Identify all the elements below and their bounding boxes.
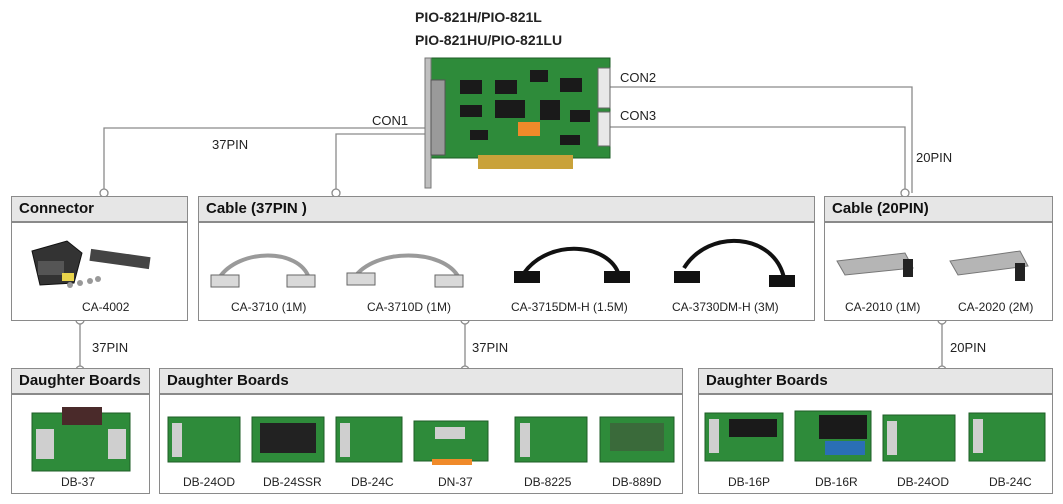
link-right-pin: 20PIN: [950, 340, 987, 355]
ca-4002-image: [31, 240, 151, 288]
connector-panel: CA-4002: [11, 222, 188, 321]
connector-header: Connector: [11, 196, 188, 222]
ca-2010-label: CA-2010 (1M): [845, 300, 921, 314]
ca-3710d-label: CA-3710D (1M): [367, 300, 452, 314]
link-mid-pin: 37PIN: [472, 340, 509, 355]
cable37-panel: CA-3710 (1M) CA-3710D (1M) CA-3715DM-H (…: [198, 222, 815, 321]
db-mid-header: Daughter Boards: [159, 368, 683, 394]
cable37-images: [210, 238, 795, 288]
db-37-image: [31, 407, 131, 472]
db-mid-images: [167, 416, 675, 465]
pin20-label: 20PIN: [916, 150, 953, 165]
db-right-panel: DB-16P DB-16R DB-24OD DB-24C: [698, 394, 1053, 494]
db-left-header: Daughter Boards: [11, 368, 150, 394]
ca-3730dm-h-label: CA-3730DM-H (3M): [672, 300, 779, 314]
dn-37-label: DN-37: [438, 475, 473, 489]
board-title-line1: PIO-821H/PIO-821L: [415, 9, 542, 25]
db-24c-right-label: DB-24C: [989, 475, 1032, 489]
db-16p-label: DB-16P: [728, 475, 771, 489]
ca-3715dm-h-label: CA-3715DM-H (1.5M): [511, 300, 628, 314]
db-right-header: Daughter Boards: [698, 368, 1053, 394]
db-24ssr-label: DB-24SSR: [263, 475, 322, 489]
link-left-pin: 37PIN: [92, 340, 129, 355]
db-right-images: [704, 410, 1046, 462]
db-24c-label: DB-24C: [351, 475, 394, 489]
db-889d-label: DB-889D: [612, 475, 662, 489]
db-16r-label: DB-16R: [815, 475, 858, 489]
cable37-header: Cable (37PIN ): [198, 196, 815, 222]
con1-label: CON1: [372, 113, 409, 128]
ca-4002-label: CA-4002: [82, 300, 130, 314]
db-left-panel: DB-37: [11, 394, 150, 494]
db-mid-panel: DB-24OD DB-24SSR DB-24C DN-37 DB-8225 DB…: [159, 394, 683, 494]
board-title-line2: PIO-821HU/PIO-821LU: [415, 32, 563, 48]
ca-3710-label: CA-3710 (1M): [231, 300, 307, 314]
db-24od-right-label: DB-24OD: [897, 475, 950, 489]
con3-label: CON3: [620, 108, 657, 123]
ca-2020-label: CA-2020 (2M): [958, 300, 1034, 314]
con2-label: CON2: [620, 70, 657, 85]
cable20-images: [836, 250, 1029, 281]
db-37-label: DB-37: [61, 475, 96, 489]
cable20-header: Cable (20PIN): [824, 196, 1053, 222]
db-8225-label: DB-8225: [524, 475, 572, 489]
db-24od-label: DB-24OD: [183, 475, 236, 489]
cable20-panel: CA-2010 (1M) CA-2020 (2M): [824, 222, 1053, 321]
pin37-label: 37PIN: [212, 137, 249, 152]
